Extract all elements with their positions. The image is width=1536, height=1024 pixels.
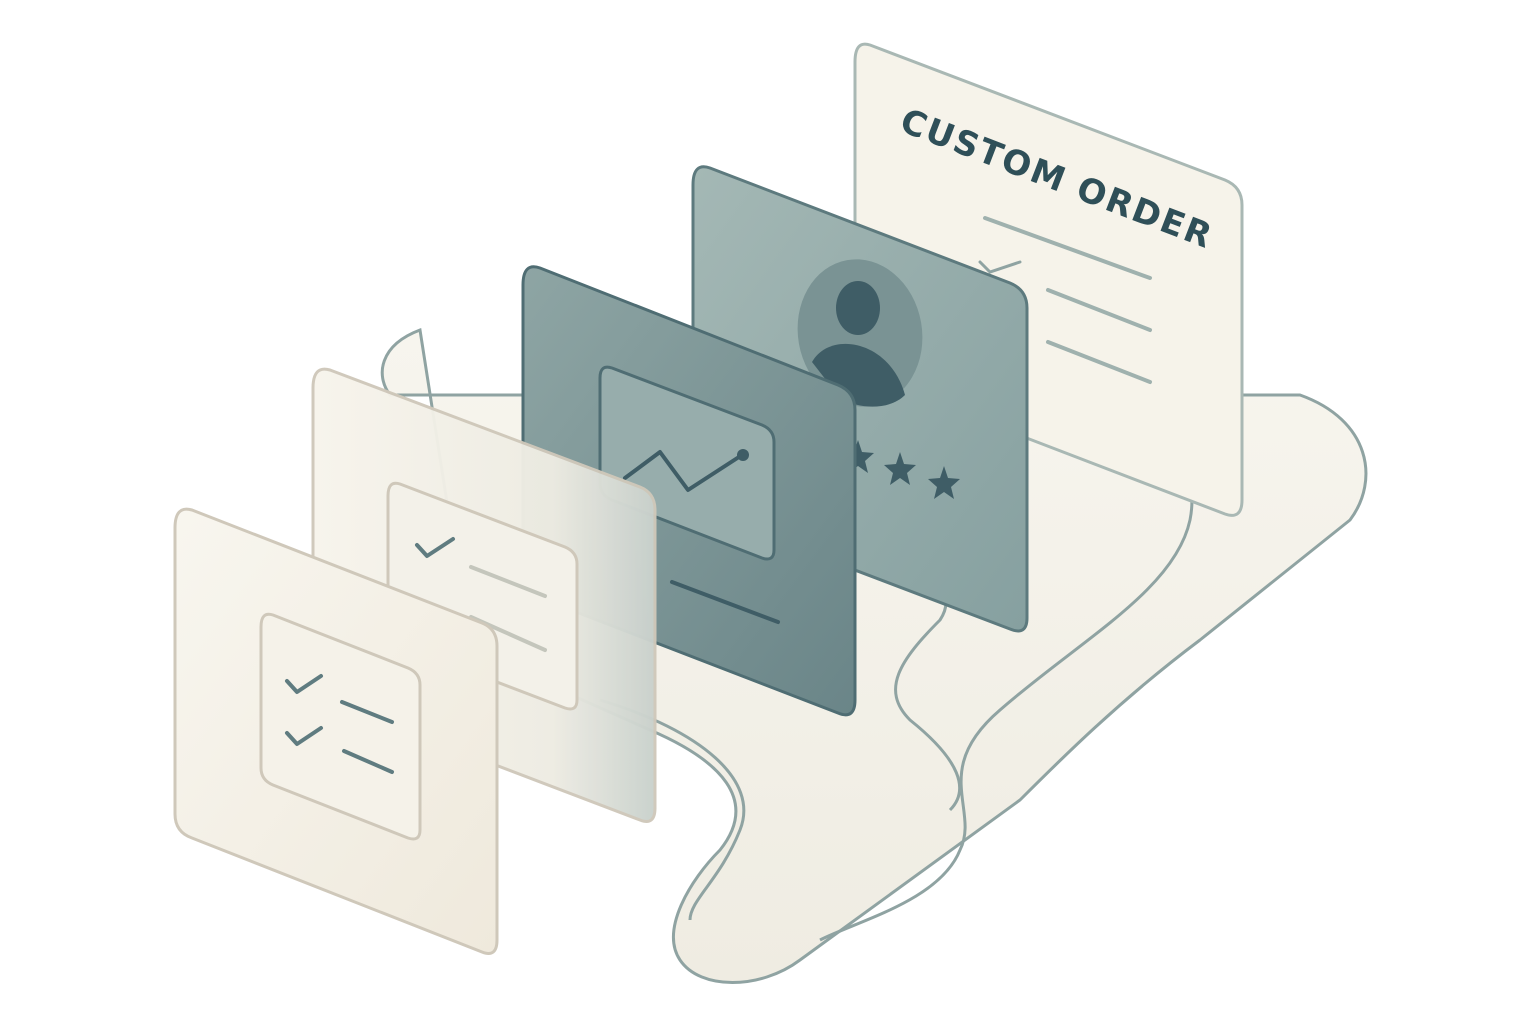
star-icon (842, 440, 874, 473)
star-icon (884, 452, 916, 485)
rating-stars (842, 440, 960, 499)
star-icon (928, 466, 960, 499)
checklist-card-front (173, 507, 499, 955)
order-lines (983, 216, 1152, 384)
checklist-icon (285, 674, 394, 774)
chart-caption-line (670, 580, 780, 624)
line-chart-icon (623, 450, 744, 492)
check-icon (415, 537, 455, 558)
check-icon (978, 260, 1022, 274)
